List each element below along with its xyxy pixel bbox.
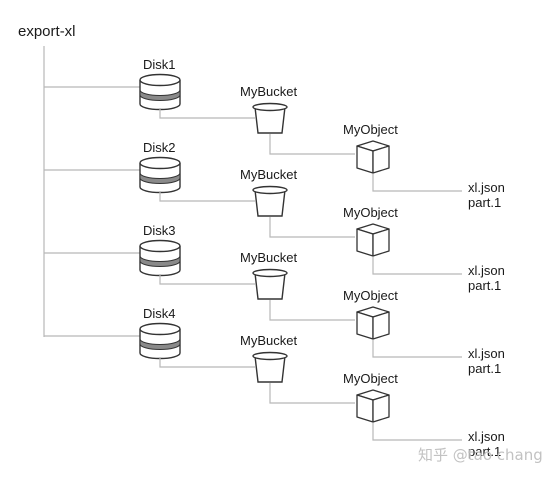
disk-label: Disk2 xyxy=(143,140,176,155)
watermark: 知乎 @tao chang xyxy=(418,446,543,464)
disk-to-bucket-line xyxy=(159,357,255,368)
disk-icon xyxy=(139,239,181,277)
object-label: MyObject xyxy=(343,122,398,137)
file-label-xl-json: xl.json xyxy=(468,180,505,195)
bucket-icon xyxy=(252,102,288,134)
bucket-to-object-line xyxy=(269,217,355,238)
object-to-files-line xyxy=(372,340,462,358)
cube-icon xyxy=(356,389,390,423)
file-label-part-1: part.1 xyxy=(468,195,501,210)
object-to-files-line xyxy=(372,174,462,192)
bucket-icon xyxy=(252,268,288,300)
bucket-to-object-line xyxy=(269,383,355,404)
file-label-xl-json: xl.json xyxy=(468,346,505,361)
disk-to-bucket-line xyxy=(159,108,255,119)
bucket-label: MyBucket xyxy=(240,84,297,99)
object-label: MyObject xyxy=(343,205,398,220)
disk-icon xyxy=(139,73,181,111)
file-label-xl-json: xl.json xyxy=(468,263,505,278)
bucket-label: MyBucket xyxy=(240,333,297,348)
bucket-icon xyxy=(252,185,288,217)
object-label: MyObject xyxy=(343,288,398,303)
bucket-label: MyBucket xyxy=(240,167,297,182)
bucket-to-object-line xyxy=(269,300,355,321)
bucket-label: MyBucket xyxy=(240,250,297,265)
disk-label: Disk3 xyxy=(143,223,176,238)
bucket-icon xyxy=(252,351,288,383)
disk-icon xyxy=(139,322,181,360)
disk-label: Disk4 xyxy=(143,306,176,321)
cube-icon xyxy=(356,140,390,174)
disk-to-bucket-line xyxy=(159,191,255,202)
disk-icon xyxy=(139,156,181,194)
file-label-part-1: part.1 xyxy=(468,361,501,376)
disk-label: Disk1 xyxy=(143,57,176,72)
file-label-part-1: part.1 xyxy=(468,444,501,459)
object-label: MyObject xyxy=(343,371,398,386)
cube-icon xyxy=(356,306,390,340)
bucket-to-object-line xyxy=(269,134,355,155)
file-label-part-1: part.1 xyxy=(468,278,501,293)
cube-icon xyxy=(356,223,390,257)
object-to-files-line xyxy=(372,423,462,441)
object-to-files-line xyxy=(372,257,462,275)
disk-to-bucket-line xyxy=(159,274,255,285)
root-label: export-xl xyxy=(18,23,76,40)
file-label-xl-json: xl.json xyxy=(468,429,505,444)
root-node: export-xl xyxy=(18,23,76,337)
